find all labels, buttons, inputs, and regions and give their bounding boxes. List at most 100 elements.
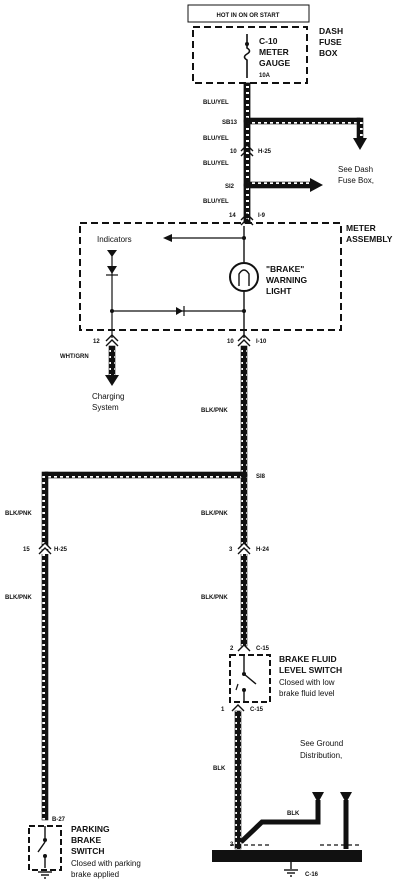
wire-color-label: BLK/PNK: [201, 511, 228, 517]
wire-color-label: BLK/PNK: [5, 511, 32, 517]
brake-fluid-switch-desc: Closed with low: [279, 678, 335, 687]
fuse-name: GAUGE: [259, 58, 291, 68]
connector-label: H-24: [256, 547, 270, 553]
wire-color-label: BLK: [213, 766, 226, 772]
arrow-right-icon: [310, 178, 323, 192]
fuse-terminal-icon: [245, 42, 249, 46]
note-see-ground-distribution: See Ground: [300, 739, 343, 748]
warning-light-bulb-icon: [229, 262, 259, 292]
wire-color-label: WHT/GRN: [60, 354, 89, 360]
connector-label: B-27: [52, 817, 66, 823]
connector-pin: 12: [93, 339, 100, 345]
connector-label: I-10: [256, 339, 267, 345]
fuse-name: C-10: [259, 36, 278, 46]
connector-pin: 2: [230, 646, 234, 652]
connector-label: C-15: [250, 707, 264, 713]
parking-brake-switch: [28, 825, 62, 879]
parking-switch-desc: Closed with parking: [71, 859, 141, 868]
ground-bus-c16: [212, 844, 362, 877]
ground-icon: [38, 871, 52, 879]
charging-wire: [105, 345, 119, 386]
switch-contact-icon: [37, 826, 47, 868]
note-see-dash-fuse-box: Fuse Box,: [338, 176, 374, 185]
fuse-box-title: BOX: [319, 48, 338, 58]
ground-distribution-branch: [239, 792, 352, 849]
wire-color-label: BLU/YEL: [203, 136, 229, 142]
wire-color-label: BLK/PNK: [201, 595, 228, 601]
connector-pin12: [105, 334, 119, 347]
meter-assembly-title: ASSEMBLY: [346, 234, 393, 244]
splice-sb13: [243, 117, 367, 150]
fuse-box-title: FUSE: [319, 37, 342, 47]
connector-pin: 3: [230, 842, 234, 848]
wire-color-label: BLU/YEL: [203, 199, 229, 205]
arrow-down-icon: [353, 138, 367, 150]
wire-color-label: BLU/YEL: [203, 161, 229, 167]
brake-fluid-switch-desc: brake fluid level: [279, 689, 335, 698]
wire-color-label: BLU/YEL: [203, 100, 229, 106]
warning-light-label: "BRAKE": [266, 264, 304, 274]
splice-si2: [243, 178, 323, 192]
connector-label: C-15: [256, 646, 270, 652]
wire-color-label: BLK/PNK: [201, 408, 228, 414]
connector-label: I-9: [258, 213, 266, 219]
arrow-down-icon: [105, 375, 119, 386]
arrow-left-icon: [163, 234, 172, 242]
indicators-label: Indicators: [97, 235, 132, 244]
fuse-name: METER: [259, 47, 289, 57]
connector-pin: 3: [229, 547, 233, 553]
connector-pin: 10: [230, 149, 237, 155]
wire-color-label: BLK/PNK: [5, 595, 32, 601]
parking-brake-wire: [41, 471, 49, 821]
note-charging-system: System: [92, 403, 119, 412]
warning-light-label: LIGHT: [266, 286, 292, 296]
brake-fluid-switch-title: LEVEL SWITCH: [279, 665, 342, 675]
connector-label: C-16: [305, 872, 319, 878]
parking-switch-title: PARKING: [71, 824, 110, 834]
dash-fuse-box: DASH FUSE BOX C-10 METER GAUGE 10A: [192, 26, 343, 84]
diode-icon: [176, 307, 183, 315]
connector-pin: 10: [227, 339, 234, 345]
parking-switch-title: SWITCH: [71, 846, 105, 856]
brake-fluid-switch-title: BRAKE FLUID: [279, 654, 337, 664]
connector-label: H-25: [258, 149, 272, 155]
fuse-icon: [243, 34, 251, 78]
splice-label: SI2: [225, 184, 235, 190]
power-source-box: HOT IN ON OR START: [187, 4, 310, 23]
power-source-label: HOT IN ON OR START: [217, 13, 280, 19]
note-see-ground-distribution: Distribution,: [300, 751, 342, 760]
splice-label: SB13: [222, 120, 238, 126]
connector-h24: [237, 542, 251, 555]
warning-light-label: WARNING: [266, 275, 307, 285]
splice-label: SI8: [256, 474, 266, 480]
brake-fluid-ground-wire: [234, 710, 242, 850]
meter-assembly: METER ASSEMBLY Indicators "BRAKE" WARNIN…: [79, 222, 393, 338]
wire-color-label: BLK: [287, 811, 300, 817]
fuse-rating: 10A: [259, 73, 271, 79]
arrow-down-icon: [107, 250, 117, 257]
parking-switch-desc: brake applied: [71, 870, 119, 879]
arrow-up-icon: [312, 792, 324, 803]
parking-switch-title: BRAKE: [71, 835, 102, 845]
diode-icon: [107, 266, 117, 274]
meter-assembly-title: METER: [346, 223, 376, 233]
arrow-up-icon: [340, 792, 352, 803]
ground-trunk-wire: [240, 345, 248, 647]
connector-pin: 15: [23, 547, 30, 553]
note-see-dash-fuse-box: See Dash: [338, 165, 373, 174]
connector-h25-left: [38, 542, 52, 555]
splice-si8: [44, 471, 248, 479]
connector-i10: [237, 334, 251, 347]
connector-pin: 1: [221, 707, 225, 713]
connector-c15-bottom: [231, 704, 245, 712]
connector-pin: 14: [229, 213, 236, 219]
brake-fluid-level-switch: [229, 654, 271, 703]
connector-h25: [240, 144, 254, 157]
connector-label: H-25: [54, 547, 68, 553]
connector-c15-top: [237, 644, 251, 652]
note-charging-system: Charging: [92, 392, 124, 401]
ground-icon: [284, 869, 298, 877]
switch-contact-icon: [235, 655, 257, 702]
fuse-box-title: DASH: [319, 26, 343, 36]
